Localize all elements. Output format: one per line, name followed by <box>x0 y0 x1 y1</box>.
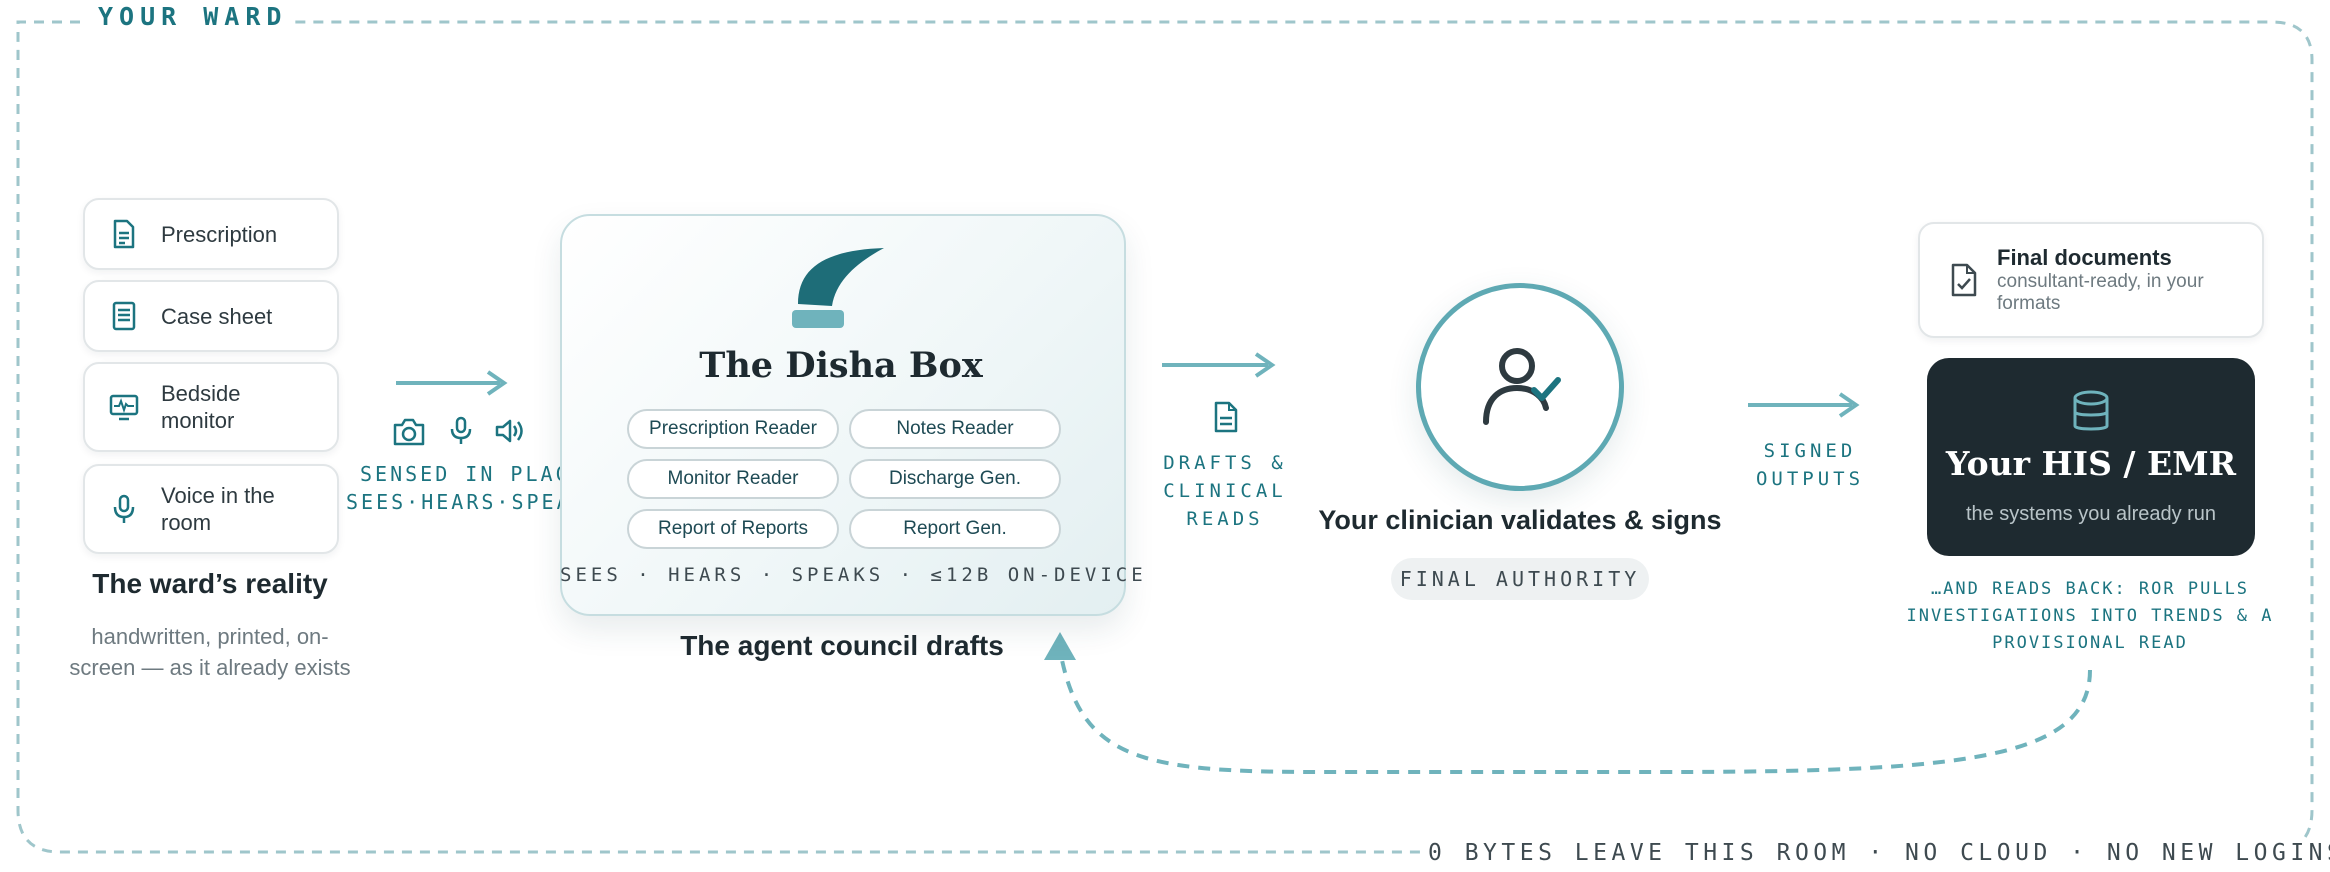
drafts-caption: DRAFTS & CLINICAL READS <box>1150 449 1300 533</box>
agent-pill-report-of-reports: Report of Reports <box>627 509 839 549</box>
disha-title: The Disha Box <box>699 345 983 386</box>
agent-pill-prescription-reader: Prescription Reader <box>627 409 839 449</box>
signed-line: SIGNED <box>1763 440 1857 462</box>
feedback-loop-arrow <box>1058 649 2092 774</box>
disha-capabilities: SEES · HEARS · SPEAKS · ≤12B ON-DEVICE <box>560 564 1147 586</box>
input-card-bedside-monitor: Bedside monitor <box>83 362 339 452</box>
input-label: Voice in the room <box>161 483 275 535</box>
final-documents-title: Final documents <box>1997 245 2172 270</box>
input-card-voice: Voice in the room <box>83 464 339 554</box>
inputs-title: The ward’s reality <box>92 568 328 599</box>
final-documents-subtitle: consultant-ready, in your formats <box>1997 271 2204 314</box>
reads-back-line: …AND READS BACK: ROR PULLS <box>1930 579 2250 599</box>
document-icon <box>1214 401 1238 433</box>
drafts-line: DRAFTS & <box>1163 452 1287 474</box>
input-label: Prescription <box>161 221 278 247</box>
input-card-prescription: Prescription <box>83 198 339 270</box>
monitor-icon <box>109 394 139 421</box>
clinician-title: Your clinician validates & signs <box>1318 505 1722 535</box>
feather-quill-icon <box>792 248 884 328</box>
agent-pill-discharge-gen: Discharge Gen. <box>849 459 1061 499</box>
reads-back-line: PROVISIONAL READ <box>1992 633 2188 653</box>
sensing-line: SEES·HEARS·SPEAKS <box>346 490 602 514</box>
his-emr-subtitle: the systems you already run <box>1965 503 2217 525</box>
arrow-clinician-to-his <box>1748 392 1860 418</box>
ward-boundary <box>16 20 2314 854</box>
user-check-icon <box>1483 348 1561 425</box>
reads-back-line: INVESTIGATIONS INTO TRENDS & A <box>1906 606 2274 626</box>
inputs-subtitle-line: screen — as it already exists <box>69 655 351 680</box>
privacy-footer: 0 BYTES LEAVE THIS ROOM · NO CLOUD · NO … <box>1422 840 2330 866</box>
drafts-line: READS <box>1186 508 1264 530</box>
ward-label: YOUR WARD <box>94 2 292 31</box>
arrow-inputs-to-disha <box>396 370 508 396</box>
input-label: Bedside monitor <box>161 381 241 433</box>
camera-icon <box>393 418 425 446</box>
his-emr-title: Your HIS / EMR <box>1945 444 2237 483</box>
feedback-arrowhead <box>1044 632 1076 660</box>
speaker-icon <box>495 419 523 443</box>
signed-caption: SIGNED OUTPUTS <box>1740 437 1880 493</box>
agent-pill-report-gen: Report Gen. <box>849 509 1061 549</box>
input-label: Case sheet <box>161 303 273 329</box>
final-authority-badge: FINAL AUTHORITY <box>1391 558 1649 600</box>
drafts-line: CLINICAL <box>1163 480 1287 502</box>
reads-back-caption: …AND READS BACK: ROR PULLS INVESTIGATION… <box>1900 576 2280 657</box>
notes-icon <box>112 301 136 331</box>
inputs-subtitle-line: handwritten, printed, on- <box>91 624 329 649</box>
disha-caption: The agent council drafts <box>680 630 1004 661</box>
agent-pill-notes-reader: Notes Reader <box>849 409 1061 449</box>
inputs-subtitle: handwritten, printed, on- screen — as it… <box>50 621 370 683</box>
sensing-caption: SENSED IN PLACE SEES·HEARS·SPEAKS <box>346 460 602 516</box>
microphone-icon <box>113 494 135 523</box>
document-signed-icon <box>1951 263 1977 297</box>
sensing-line: SENSED IN PLACE <box>360 462 586 486</box>
arrow-disha-to-clinician <box>1162 352 1276 378</box>
input-card-case-sheet: Case sheet <box>83 280 339 352</box>
microphone-icon <box>450 416 472 444</box>
document-icon <box>113 219 135 249</box>
database-icon <box>2073 390 2109 431</box>
signed-line: OUTPUTS <box>1755 468 1865 490</box>
agent-pill-monitor-reader: Monitor Reader <box>627 459 839 499</box>
